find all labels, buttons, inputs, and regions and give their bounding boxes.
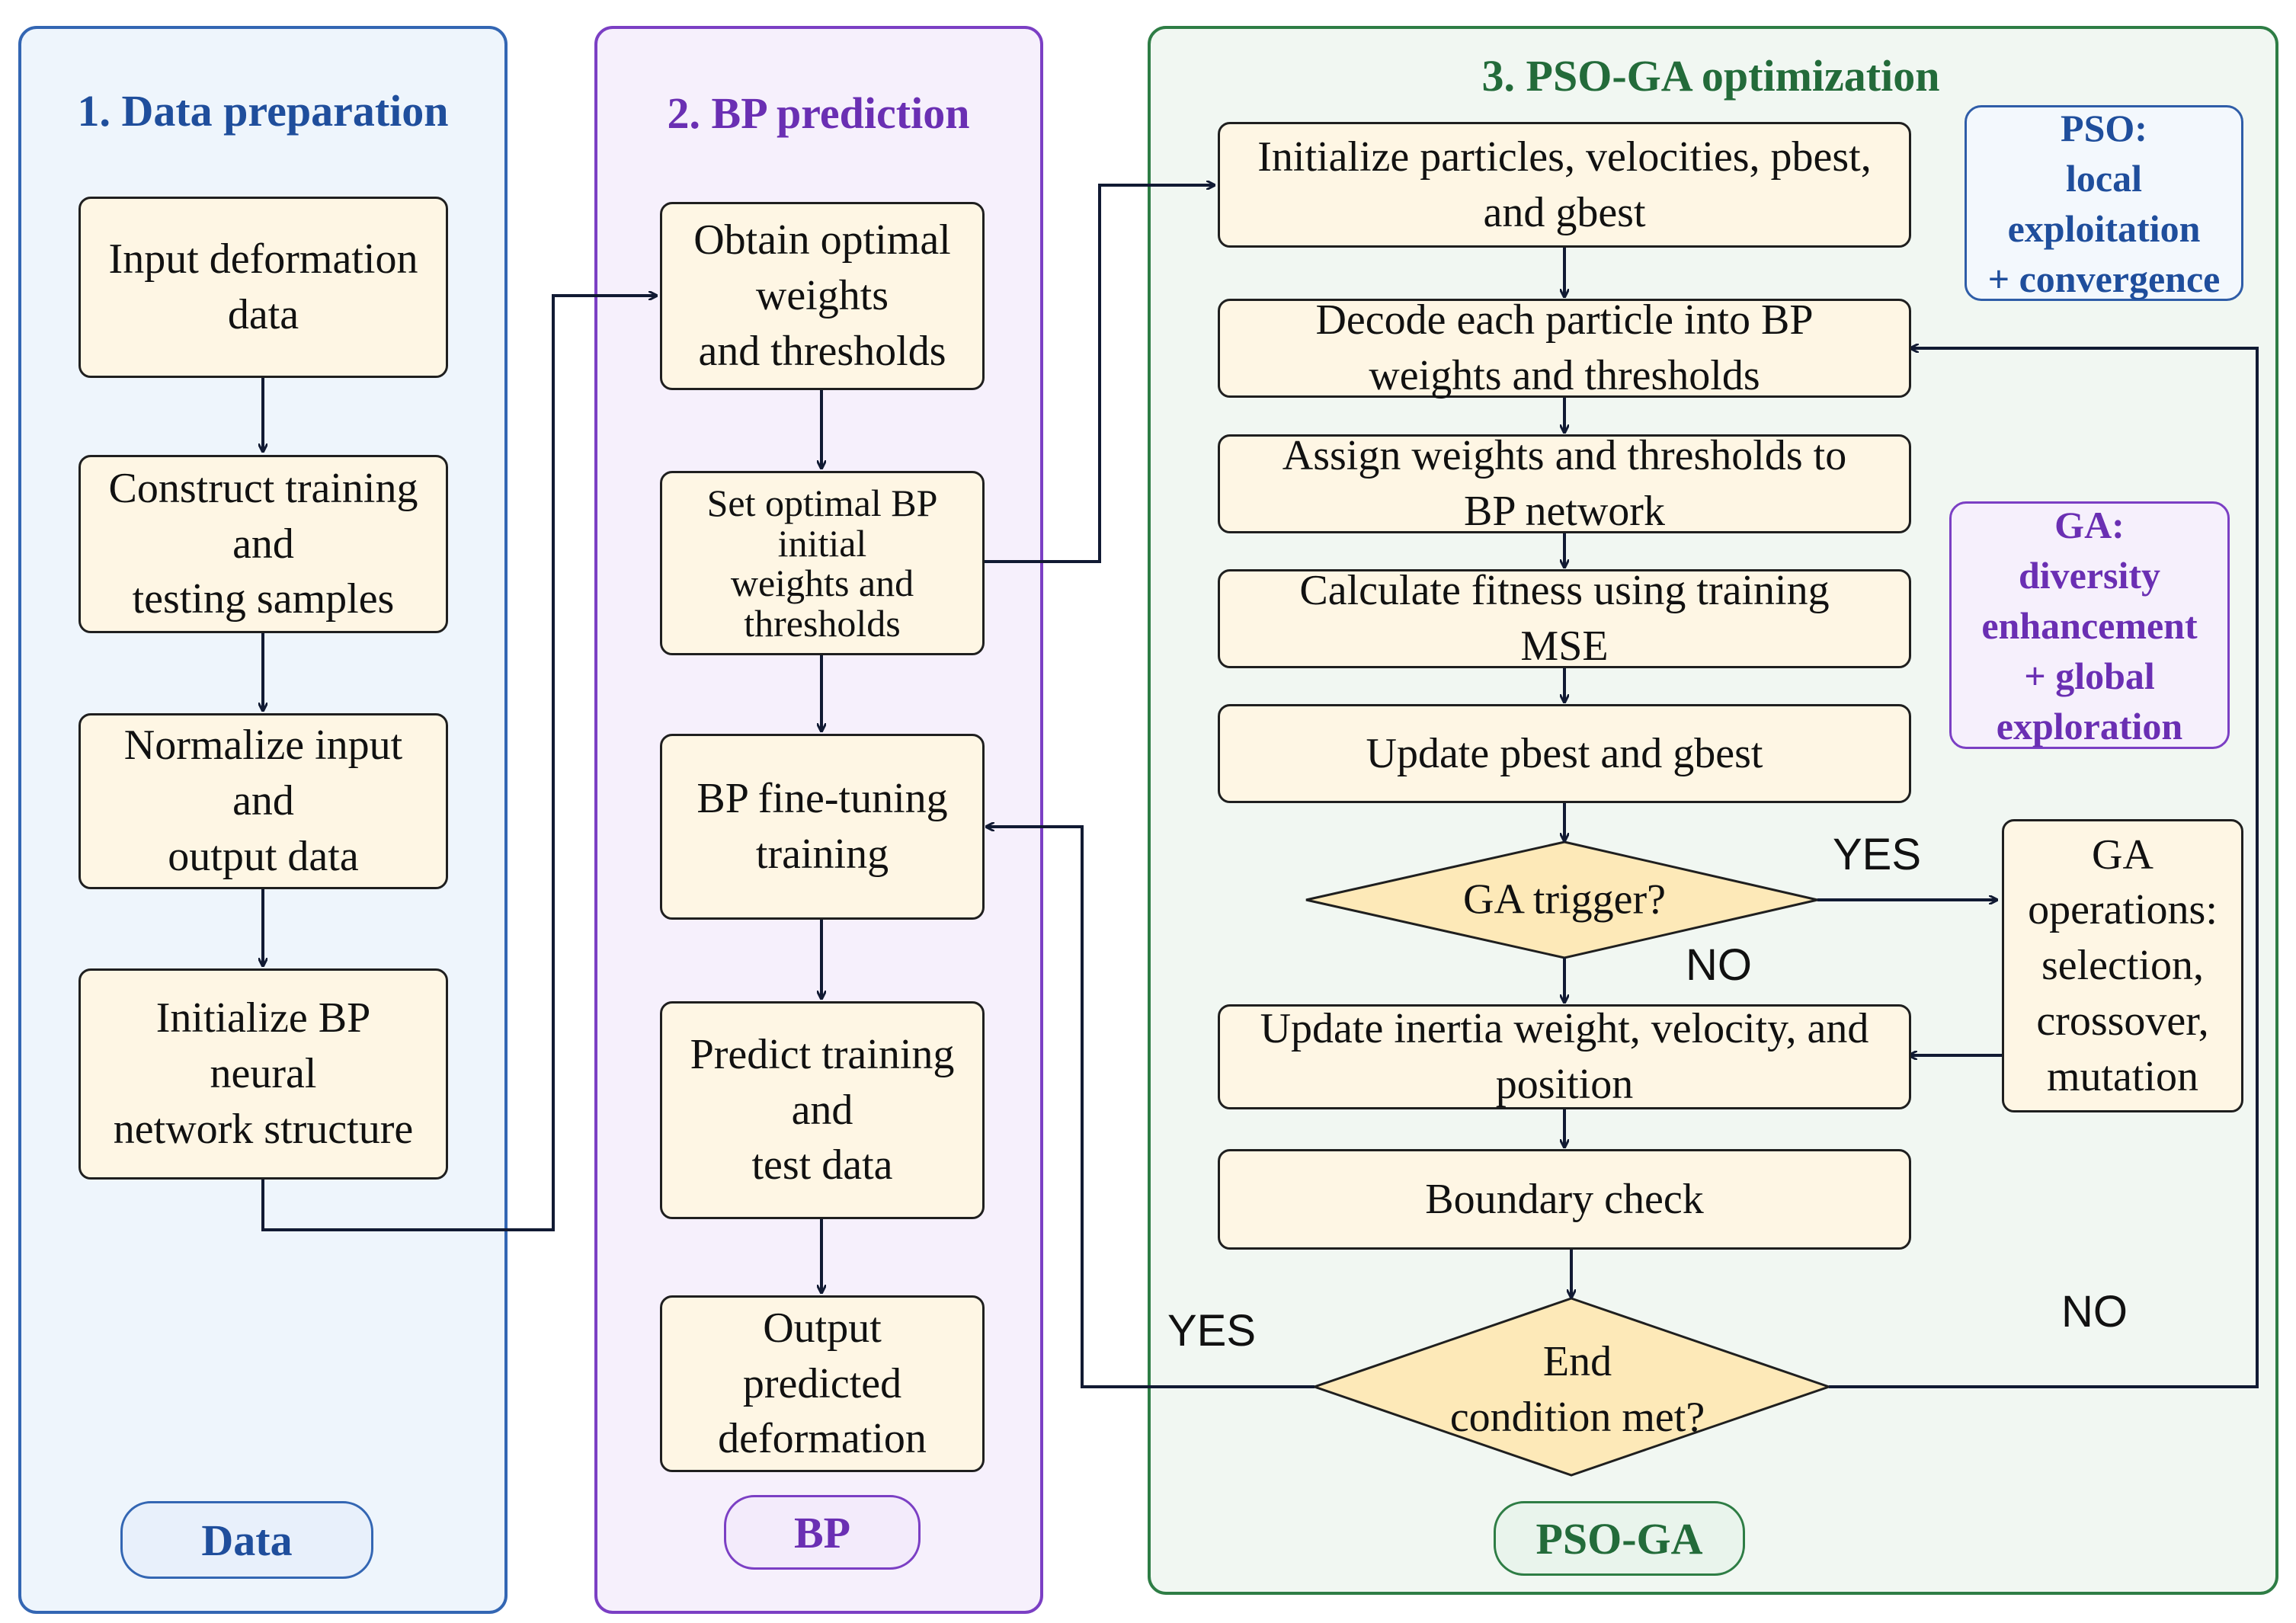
data-panel-title: 1. Data preparation (77, 86, 449, 136)
pso-note-line: PSO: (2061, 106, 2147, 149)
update-pbest-gbest-box: Update pbest and gbest (1218, 704, 1911, 803)
ga-note-line: diversity (2018, 553, 2161, 597)
pso-note-line: exploitation (2007, 206, 2201, 250)
ga-operations-box: GA operations: selection, crossover, mut… (2002, 819, 2243, 1112)
pso-note: PSO: local exploitation + convergence (1965, 105, 2243, 301)
ga-note-line: enhancement (1981, 603, 2198, 647)
connector-arrows (261, 185, 2259, 1388)
arrow-bp-to-pso (983, 185, 1215, 563)
decode-particle-box: Decode each particle into BP weights and… (1218, 296, 1911, 399)
pso-note-line: local (2066, 156, 2142, 200)
predict-data-box: Predict training and test data (660, 1001, 985, 1219)
pso-panel-title: 3. PSO-GA optimization (1481, 51, 1940, 101)
bp-fine-tuning-box: BP fine-tuning training (660, 734, 985, 920)
ga-yes-label: YES (1833, 830, 1922, 879)
assign-weights-box: Assign weights and thresholds to BP netw… (1218, 432, 1911, 535)
end-no-label: NO (2061, 1287, 2128, 1336)
ga-note-line: + global (2024, 654, 2155, 697)
end-condition-diamond (1311, 1297, 1833, 1477)
set-optimal-bp-initial-box: Set optimal BP initial weights and thres… (660, 471, 985, 655)
arrow-end-no-loop (1829, 348, 2259, 1388)
end-condition-text: End condition met? (1449, 1338, 1705, 1441)
update-inertia-box: Update inertia weight, velocity, and pos… (1218, 1004, 1911, 1109)
arrow-data-to-bp (261, 296, 657, 1231)
boundary-check-box: Boundary check (1218, 1149, 1911, 1250)
pso-ga-tag: PSO-GA (1494, 1501, 1745, 1576)
bp-panel-title: 2. BP prediction (667, 88, 970, 138)
ga-note: GA: diversity enhancement + global explo… (1949, 501, 2230, 749)
data-tag: Data (120, 1501, 373, 1579)
pso-note-line: + convergence (1987, 257, 2221, 300)
calculate-fitness-box: Calculate fitness using training MSE (1218, 567, 1911, 670)
obtain-optimal-weights-box: Obtain optimal weights and thresholds (660, 202, 985, 390)
end-yes-label: YES (1167, 1306, 1257, 1356)
ga-trigger-text: GA trigger? (1463, 876, 1666, 924)
ga-note-line: GA: (2054, 503, 2125, 546)
initialize-particles-box: Initialize particles, velocities, pbest,… (1218, 122, 1911, 248)
ga-no-label: NO (1686, 940, 1752, 990)
arrow-end-yes (986, 827, 1315, 1388)
normalize-data-box: Normalize input and output data (78, 713, 448, 889)
input-deformation-data-box: Input deformation data (78, 197, 448, 378)
bp-tag: BP (724, 1495, 921, 1570)
ga-note-line: exploration (1996, 704, 2183, 747)
output-deformation-box: Output predicted deformation (660, 1295, 985, 1472)
construct-samples-box: Construct training and testing samples (78, 455, 448, 633)
initialize-bp-structure-box: Initialize BP neural network structure (78, 968, 448, 1180)
